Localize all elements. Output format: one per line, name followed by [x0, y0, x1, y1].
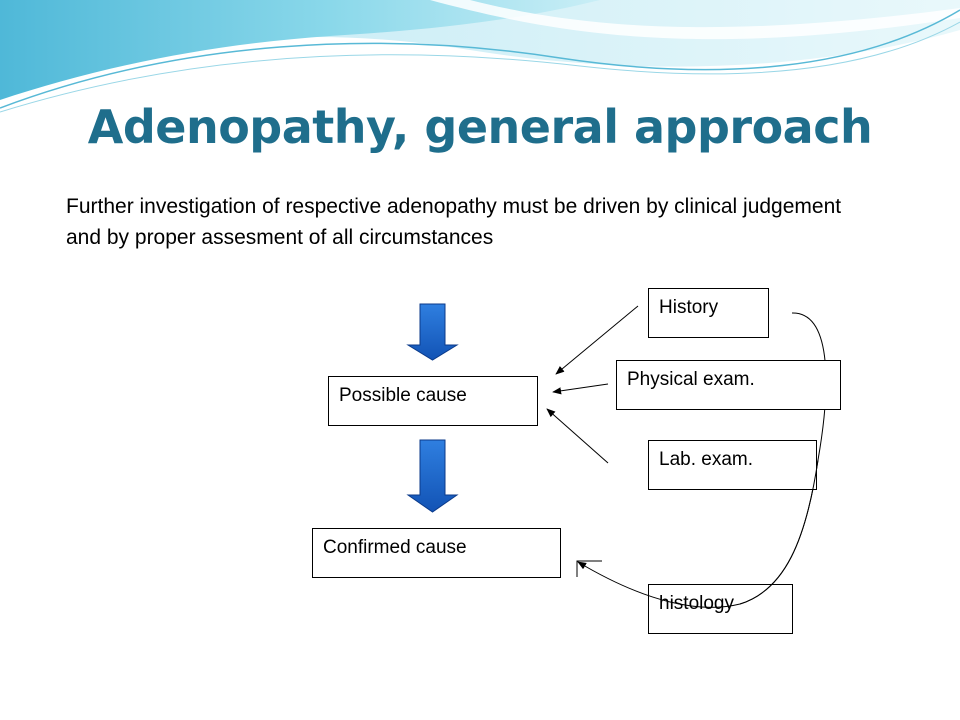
wave-band-front	[0, 0, 600, 100]
node-physical-exam: Physical exam.	[616, 360, 841, 410]
slide-subtitle: Further investigation of respective aden…	[66, 195, 842, 249]
node-confirmed-cause: Confirmed cause	[312, 528, 561, 578]
arrow-lab-to-possible	[546, 408, 609, 464]
connector-stub	[576, 560, 602, 577]
arrow-history-to-possible	[555, 305, 639, 375]
node-possible-cause: Possible cause	[328, 376, 538, 426]
node-history: History	[648, 288, 769, 338]
wave-highlight	[430, 0, 960, 40]
down-block-arrow-1	[406, 303, 459, 361]
arrow-physical-to-possible	[552, 383, 609, 395]
node-lab-exam: Lab. exam.	[648, 440, 817, 490]
wave-line-2	[0, 21, 960, 113]
down-block-arrow-2	[406, 439, 459, 513]
wave-line-1	[0, 9, 960, 109]
node-histology: histology	[648, 584, 793, 634]
slide-title: Adenopathy, general approach	[87, 100, 873, 154]
